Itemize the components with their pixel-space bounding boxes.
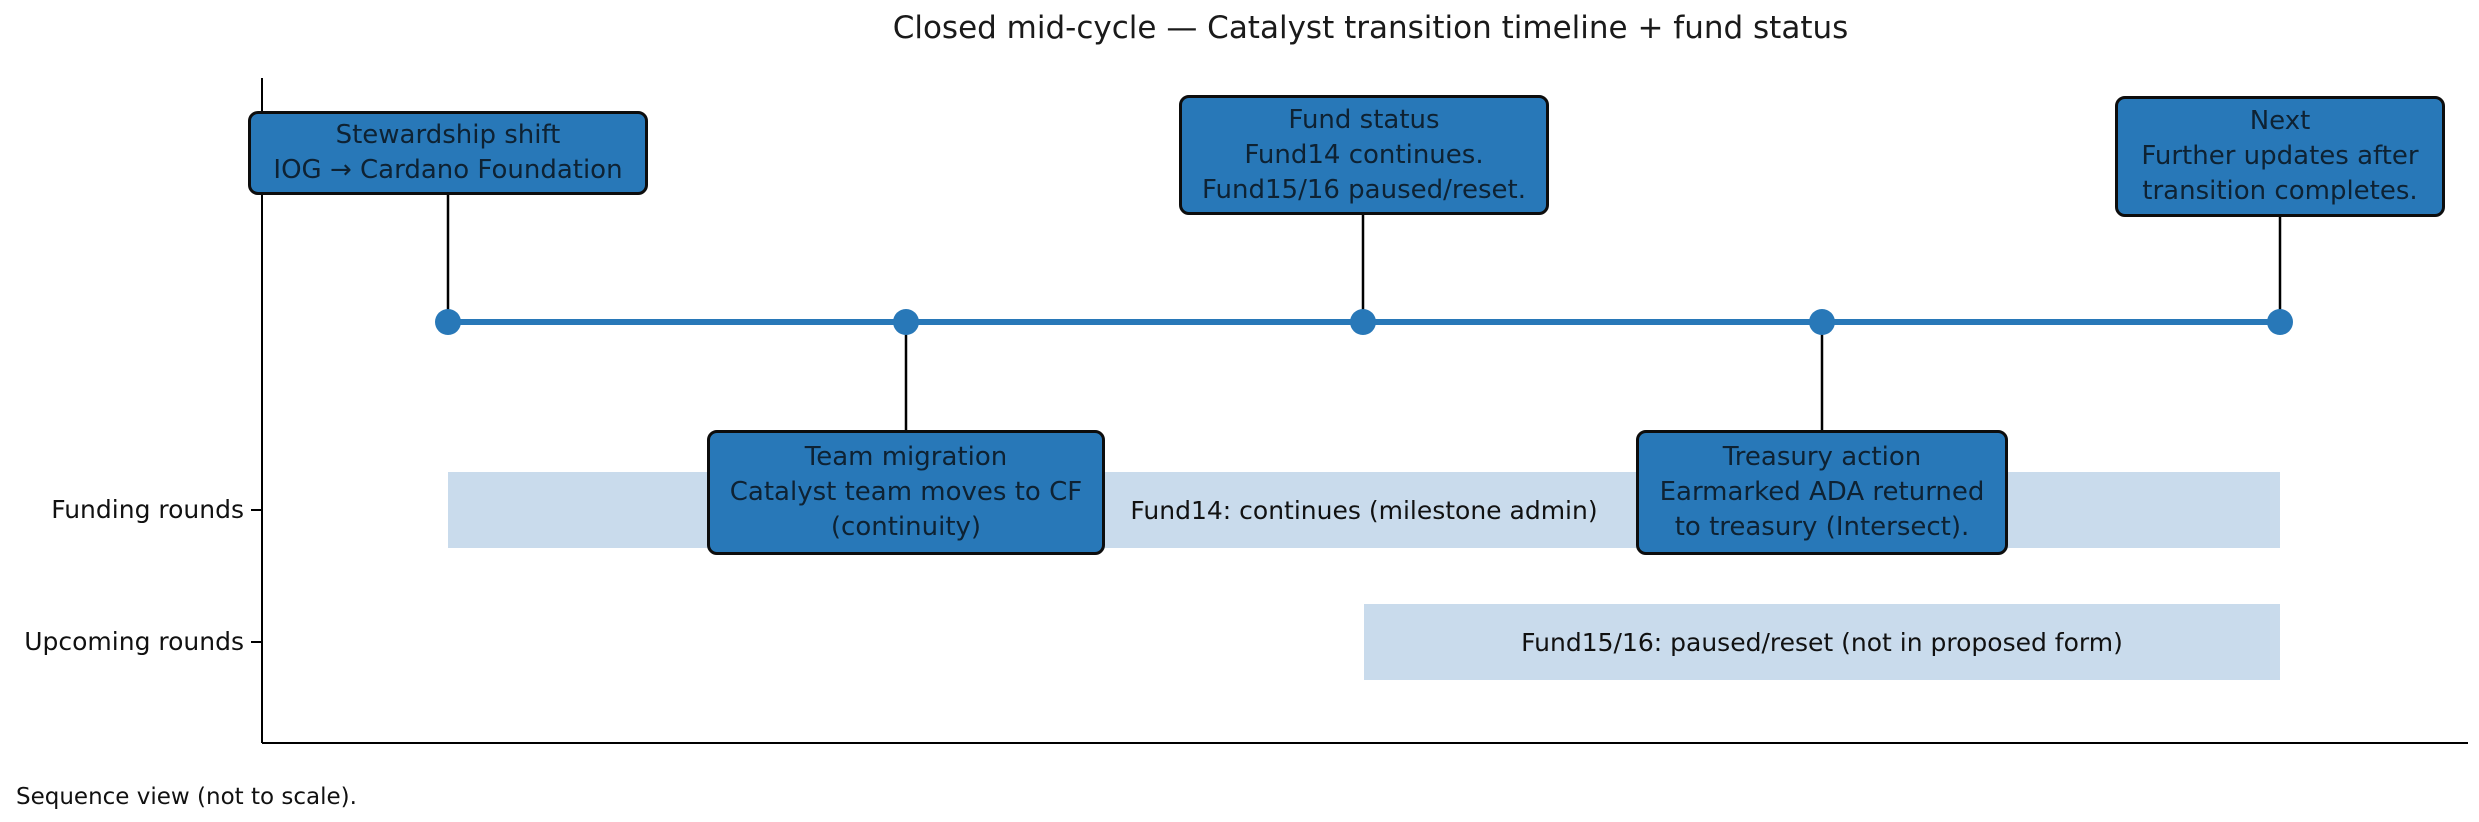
span-bar-fund14-label: Fund14: continues (milestone admin) <box>1130 495 1598 525</box>
event-box-team-migration: Team migration Catalyst team moves to CF… <box>707 430 1105 555</box>
y-axis-label-funding-rounds: Funding rounds <box>51 495 244 524</box>
event-box-stewardship-shift: Stewardship shift IOG → Cardano Foundati… <box>248 111 648 195</box>
span-bar-fund15-16: Fund15/16: paused/reset (not in proposed… <box>1364 604 2280 680</box>
event-box-fund-status: Fund status Fund14 continues. Fund15/16 … <box>1179 95 1549 215</box>
chart-title: Closed mid-cycle — Catalyst transition t… <box>892 10 1849 46</box>
y-axis-label-upcoming-rounds: Upcoming rounds <box>24 627 244 656</box>
span-bar-fund15-16-label: Fund15/16: paused/reset (not in proposed… <box>1521 627 2123 657</box>
event-box-treasury-action: Treasury action Earmarked ADA returned t… <box>1636 430 2008 555</box>
figure-caption: Sequence view (not to scale). <box>16 784 357 810</box>
event-box-next: Next Further updates after transition co… <box>2115 96 2445 217</box>
